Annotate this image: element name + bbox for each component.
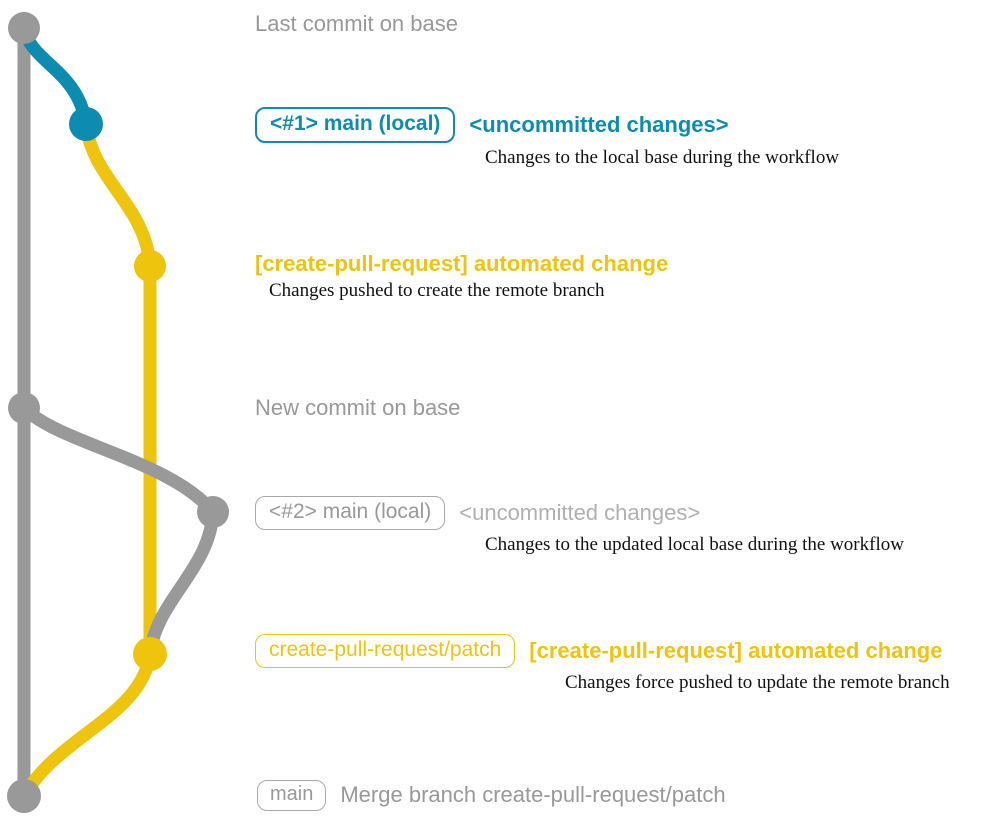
commit-subtext: Changes to the local base during the wor… [485, 147, 840, 169]
commit-headline: [create-pull-request] automated change [255, 251, 669, 276]
edge-local-1-to-remote-1 [79, 117, 157, 273]
commit-subtext: Changes to the updated local base during… [485, 534, 904, 556]
node-remote-automated-change-1 [134, 250, 166, 282]
node-base-new-commit [8, 392, 40, 424]
commit-row-create-pull-request-1: [create-pull-request] automated change C… [255, 251, 669, 302]
branch-badge-main[interactable]: main [257, 780, 327, 811]
commit-row-commit-1-local: <#1> main (local) <uncommitted changes> … [255, 107, 839, 169]
commit-subtext: Changes force pushed to update the remot… [565, 672, 950, 694]
node-remote-automated-change-2 [133, 637, 167, 671]
node-base-merge [7, 779, 41, 813]
commit-headline: [create-pull-request] automated change [529, 637, 943, 663]
node-local-uncommitted-2 [197, 496, 229, 528]
branch-badge-main-local-2[interactable]: <#2> main (local) [255, 496, 446, 531]
commit-headline: Merge branch create-pull-request/patch [340, 782, 726, 808]
commit-subtext: Changes pushed to create the remote bran… [269, 280, 605, 302]
commit-headline: New commit on base [255, 395, 461, 420]
commit-row-merge-commit-main: main Merge branch create-pull-request/pa… [257, 780, 726, 811]
commit-row-last-commit-on-base: Last commit on base [255, 11, 458, 36]
branch-badge-main-local-1[interactable]: <#1> main (local) [255, 107, 456, 144]
commit-headline: Last commit on base [255, 11, 458, 36]
edge-remote-2-to-merge [17, 647, 157, 803]
branch-badge-create-pull-request-patch[interactable]: create-pull-request/patch [255, 634, 516, 669]
node-local-uncommitted-1 [69, 107, 103, 141]
commit-headline: <uncommitted changes> [459, 499, 701, 525]
commit-row-commit-2-local: <#2> main (local) <uncommitted changes> … [255, 496, 904, 556]
node-base-last-commit [8, 12, 40, 44]
edge-base-to-local-2 [17, 401, 220, 519]
commit-row-create-pull-request-2: create-pull-request/patch [create-pull-r… [255, 634, 950, 694]
commit-row-new-commit-on-base: New commit on base [255, 395, 461, 420]
edge-local-2-to-remote-2 [143, 505, 220, 661]
commit-headline: <uncommitted changes> [469, 111, 729, 137]
